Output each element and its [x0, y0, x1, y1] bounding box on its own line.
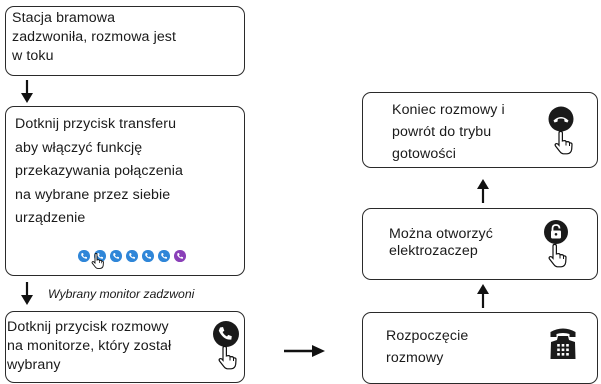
phone-icon[interactable]: [110, 250, 122, 262]
text-line: Można otworzyć: [389, 226, 493, 242]
up-arrow-icon: [477, 284, 489, 308]
hand-pointer-icon: [91, 253, 104, 269]
text-line: w toku: [12, 48, 54, 64]
phone-icon[interactable]: [94, 250, 106, 262]
step-box-transfer: [5, 106, 245, 276]
text-line: Stacja bramowa: [12, 10, 116, 26]
phone-icon[interactable]: [174, 250, 186, 262]
hang-up-touch-icon: [548, 106, 574, 155]
text-line: przekazywania połączenia: [15, 163, 184, 179]
text-line: na wybrane przez siebie: [15, 186, 171, 203]
step-5-text: Można otworzyć elektrozaczep: [389, 226, 493, 260]
step-3-text: Dotknij przycisk rozmowy na monitorze, k…: [7, 318, 171, 375]
phone-icon[interactable]: [158, 250, 170, 262]
desk-telephone-icon: [550, 328, 576, 359]
step-box-answer: [5, 311, 245, 383]
text-line: aby włączyć funkcję: [15, 139, 143, 156]
up-arrow-icon: [477, 179, 489, 203]
arrow-caption: Wybrany monitor zadzwoni: [48, 287, 195, 301]
step-2-text: Dotknij przycisk transferu aby włączyć f…: [15, 113, 183, 231]
right-arrow-icon: [284, 345, 325, 357]
text-line: Rozpoczęcie: [386, 328, 469, 344]
text-line: powrót do trybu: [392, 124, 492, 140]
phone-icon[interactable]: [126, 250, 138, 262]
text-line: elektrozaczep: [389, 243, 478, 259]
text-line: rozmowy: [386, 350, 444, 366]
text-line: Koniec rozmowy i: [392, 102, 505, 118]
phone-icon[interactable]: [142, 250, 154, 262]
step-box-gate-station-called: [5, 6, 245, 76]
step-4-text: Rozpoczęcie rozmowy: [386, 325, 468, 369]
step-box-unlock: [362, 208, 598, 280]
down-arrow-icon: [21, 80, 33, 103]
unlock-touch-icon: [544, 220, 568, 268]
transfer-device-buttons: [78, 250, 186, 262]
text-line: Dotknij przycisk transferu: [15, 116, 177, 132]
text-line: gotowości: [392, 146, 456, 162]
text-line: wybrany: [7, 357, 61, 373]
step-1-text: Stacja bramowa zadzwoniła, rozmowa jest …: [12, 9, 176, 66]
text-line: urządzenie: [15, 210, 86, 226]
down-arrow-icon: [21, 282, 33, 305]
text-line: na monitorze, który został: [7, 338, 172, 354]
step-6-text: Koniec rozmowy i powrót do trybu gotowoś…: [392, 99, 505, 165]
phone-answer-touch-icon: [213, 321, 239, 370]
text-line: Dotknij przycisk rozmowy: [7, 319, 169, 335]
text-line: zadzwoniła, rozmowa jest: [12, 29, 177, 45]
phone-icon[interactable]: [78, 250, 90, 262]
